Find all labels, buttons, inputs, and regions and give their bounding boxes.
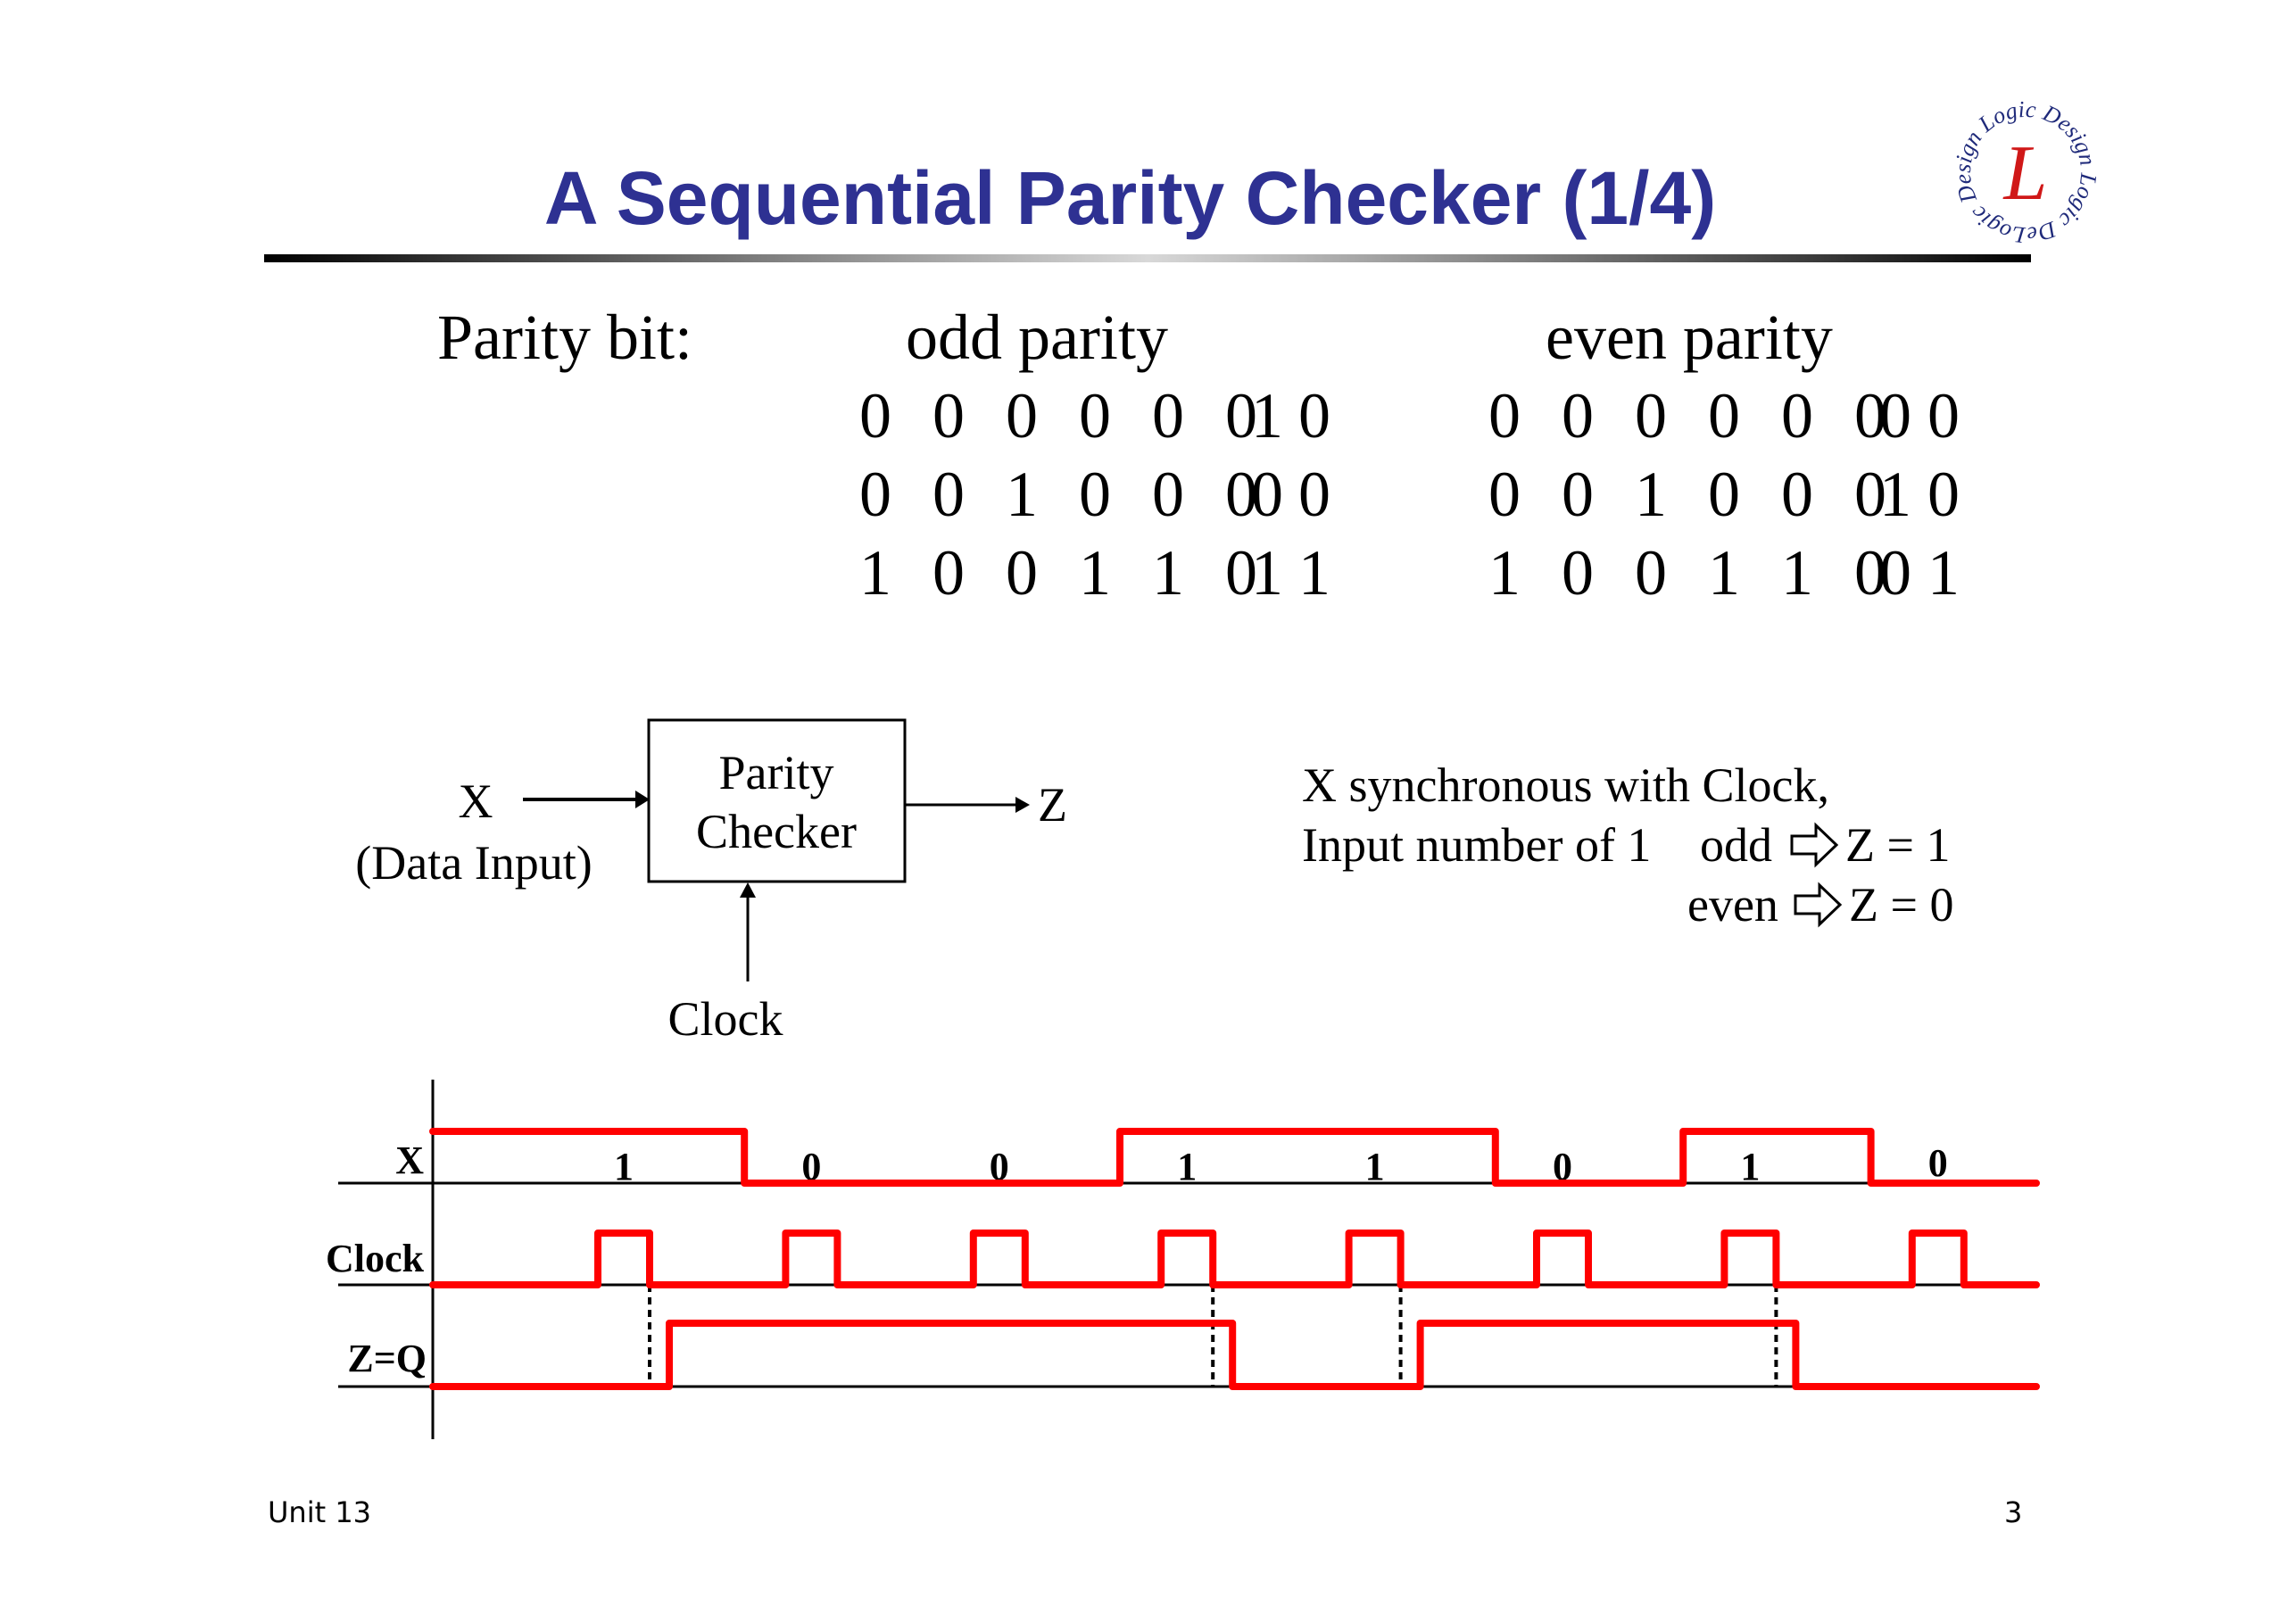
arrow-head-icon (740, 882, 756, 898)
logo-monogram: L (2002, 130, 2048, 217)
odd-row-parity: 1 (1251, 537, 1283, 609)
odd-row-parity: 0 (1251, 459, 1283, 530)
odd-row-data: 0 0 1 0 0 0 0 (859, 459, 1343, 530)
even-row-data: 0 0 1 0 0 0 0 (1488, 459, 1972, 530)
signal-label-x: X (395, 1139, 424, 1182)
x-waveform (429, 1128, 2040, 1187)
odd-word: odd (1700, 818, 1772, 872)
description-line1: X synchronous with Clock, (1302, 758, 1829, 812)
x-bit-labels: 1 0 0 1 1 0 1 0 (614, 1141, 1948, 1188)
even-row-parity: 0 (1879, 537, 1911, 609)
timing-signal-labels: X Clock Z=Q (326, 1139, 427, 1380)
footer-page-number: 3 (2004, 1495, 2023, 1529)
block-label-line1: Parity (719, 746, 834, 799)
clock-waveform (429, 1230, 2040, 1288)
odd-row-data: 1 0 0 1 1 0 1 (859, 537, 1343, 609)
even-word: even (1687, 878, 1778, 932)
clock-edge-markers (648, 1285, 1778, 1387)
arrow-head-icon (1015, 797, 1030, 813)
x-bit-label: 0 (990, 1145, 1009, 1188)
hollow-right-arrow-icon (1794, 882, 1843, 928)
even-row-data: 1 0 0 1 1 0 1 (1488, 537, 1972, 609)
parity-checker-block (647, 718, 907, 883)
title-divider (264, 254, 2031, 262)
x-bit-label: 0 (1928, 1141, 1948, 1185)
odd-row-parity: 1 (1251, 380, 1283, 451)
waveforms (429, 1128, 2040, 1390)
even-row-parity: 1 (1879, 459, 1911, 530)
input-x-label: X (459, 774, 493, 828)
x-bit-label: 0 (801, 1145, 821, 1188)
even-result: Z = 0 (1849, 878, 1953, 932)
odd-parity-header: odd parity (906, 302, 1168, 373)
block-label-line2: Checker (696, 805, 857, 858)
even-row-parity: 0 (1879, 380, 1911, 451)
clock-label: Clock (668, 992, 783, 1046)
description-line2-prefix: Input number of 1 (1302, 818, 1651, 872)
arrow-head-icon (635, 791, 650, 808)
x-bit-label: 1 (1740, 1145, 1760, 1188)
input-arrow (523, 791, 650, 808)
even-row-data: 0 0 0 0 0 0 0 (1488, 380, 1972, 451)
even-parity-header: even parity (1546, 302, 1833, 373)
x-bit-label: 1 (1177, 1145, 1197, 1188)
output-z-label: Z (1038, 778, 1067, 832)
clock-arrow (740, 882, 756, 981)
x-bit-label: 1 (1365, 1145, 1385, 1188)
parity-bit-label: Parity bit: (437, 302, 692, 373)
footer-unit: Unit 13 (268, 1495, 372, 1529)
z-waveform (429, 1320, 2040, 1390)
signal-label-clock: Clock (326, 1237, 425, 1280)
odd-row-data: 0 0 0 0 0 0 0 (859, 380, 1343, 451)
input-sublabel: (Data Input) (355, 836, 592, 890)
signal-label-zq: Z=Q (347, 1337, 427, 1380)
slide-title-text: A Sequential Parity Checker (1/4) (543, 156, 1717, 240)
hollow-right-arrow-icon (1790, 822, 1839, 868)
output-arrow (905, 797, 1030, 813)
odd-result: Z = 1 (1845, 818, 1950, 872)
slide-title: A Sequential Parity Checker (1/4) (0, 153, 2296, 243)
logic-design-logo-icon: Logic Design Logic Design Logic Design L (1931, 73, 2115, 259)
x-bit-label: 0 (1553, 1145, 1572, 1188)
x-bit-label: 1 (614, 1145, 634, 1188)
